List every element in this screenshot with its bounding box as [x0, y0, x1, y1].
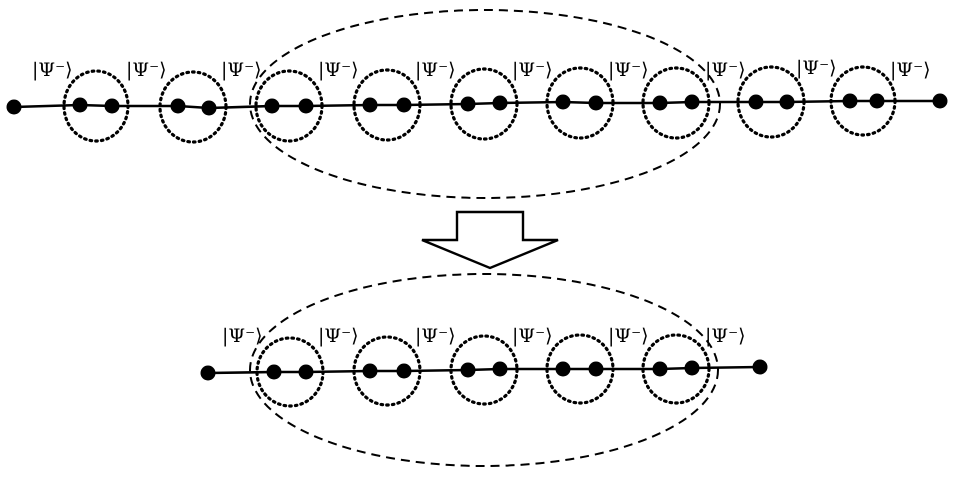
block-highlight-ellipse — [249, 273, 719, 467]
chain-site — [588, 95, 604, 111]
chain-site — [842, 93, 858, 109]
chain-site — [748, 94, 764, 110]
chain-site — [396, 363, 412, 379]
chain-site — [752, 359, 768, 375]
singlet-state-label: |Ψ⁻⟩ — [221, 59, 262, 81]
top-chain: |Ψ⁻⟩ |Ψ⁻⟩ |Ψ⁻⟩ |Ψ⁻⟩ |Ψ⁻⟩ |Ψ⁻⟩ |Ψ⁻⟩ |Ψ⁻⟩ … — [6, 9, 948, 199]
singlet-state-label: |Ψ⁻⟩ — [512, 59, 553, 81]
chain-site — [684, 360, 700, 376]
singlet-pair-ring — [449, 334, 519, 406]
chain-site — [779, 94, 795, 110]
chain-site — [492, 95, 508, 111]
singlet-state-label: |Ψ⁻⟩ — [608, 325, 649, 347]
singlet-pair-ring — [352, 68, 422, 142]
chain-site — [298, 364, 314, 380]
singlet-state-label: |Ψ⁻⟩ — [415, 325, 456, 347]
chain-site — [362, 363, 378, 379]
bottom-state-labels: |Ψ⁻⟩ |Ψ⁻⟩ |Ψ⁻⟩ |Ψ⁻⟩ |Ψ⁻⟩ |Ψ⁻⟩ — [222, 325, 746, 347]
chain-site — [684, 94, 700, 110]
singlet-pair-ring — [254, 69, 324, 143]
top-chain-line — [13, 99, 940, 110]
chain-site — [104, 98, 120, 114]
singlet-pair-ring — [641, 333, 711, 405]
singlet-state-label: |Ψ⁻⟩ — [705, 325, 746, 347]
singlet-pair-ring — [736, 65, 806, 139]
singlet-state-label: |Ψ⁻⟩ — [512, 325, 553, 347]
chain-site — [298, 98, 314, 114]
block-highlight-ellipse — [249, 9, 721, 199]
singlet-state-label: |Ψ⁻⟩ — [705, 59, 746, 81]
chain-site — [266, 364, 282, 380]
singlet-state-label: |Ψ⁻⟩ — [222, 325, 263, 347]
singlet-state-label: |Ψ⁻⟩ — [415, 59, 456, 81]
singlet-pair-ring — [158, 70, 228, 144]
chain-site — [869, 93, 885, 109]
chain-site — [362, 97, 378, 113]
singlet-pair-ring — [62, 69, 130, 143]
singlet-state-label: |Ψ⁻⟩ — [32, 59, 73, 81]
chain-site — [201, 100, 217, 116]
bottom-chain-sites — [200, 359, 768, 381]
singlet-state-label: |Ψ⁻⟩ — [126, 59, 167, 81]
singlet-pair-ring — [255, 336, 325, 408]
chain-site — [932, 93, 948, 109]
bottom-pair-rings — [255, 333, 711, 408]
chain-site — [588, 361, 604, 377]
singlet-pair-ring — [641, 66, 711, 140]
singlet-state-label: |Ψ⁻⟩ — [608, 59, 649, 81]
top-chain-sites — [6, 93, 948, 116]
chain-site — [460, 362, 476, 378]
chain-site — [200, 365, 216, 381]
singlet-pair-ring — [829, 65, 897, 137]
singlet-state-label: |Ψ⁻⟩ — [890, 59, 931, 81]
singlet-pair-ring — [545, 66, 615, 140]
chain-site — [72, 97, 88, 113]
top-state-labels: |Ψ⁻⟩ |Ψ⁻⟩ |Ψ⁻⟩ |Ψ⁻⟩ |Ψ⁻⟩ |Ψ⁻⟩ |Ψ⁻⟩ |Ψ⁻⟩ … — [32, 57, 931, 81]
top-pair-rings — [62, 65, 897, 144]
singlet-pair-ring — [449, 67, 519, 141]
singlet-state-label: |Ψ⁻⟩ — [318, 59, 359, 81]
singlet-state-label: |Ψ⁻⟩ — [796, 57, 837, 79]
singlet-pair-ring — [545, 333, 615, 405]
chain-site — [264, 98, 280, 114]
chain-site — [6, 99, 22, 115]
bottom-chain: |Ψ⁻⟩ |Ψ⁻⟩ |Ψ⁻⟩ |Ψ⁻⟩ |Ψ⁻⟩ |Ψ⁻⟩ — [200, 273, 768, 467]
singlet-pair-ring — [352, 335, 422, 407]
chain-site — [396, 97, 412, 113]
singlet-state-label: |Ψ⁻⟩ — [318, 325, 359, 347]
down-arrow-icon — [421, 210, 559, 270]
chain-site — [492, 361, 508, 377]
chain-site — [170, 98, 186, 114]
chain-site — [555, 361, 571, 377]
chain-site — [555, 94, 571, 110]
chain-site — [652, 361, 668, 377]
chain-site — [460, 96, 476, 112]
chain-site — [652, 95, 668, 111]
bottom-chain-line — [207, 365, 761, 375]
